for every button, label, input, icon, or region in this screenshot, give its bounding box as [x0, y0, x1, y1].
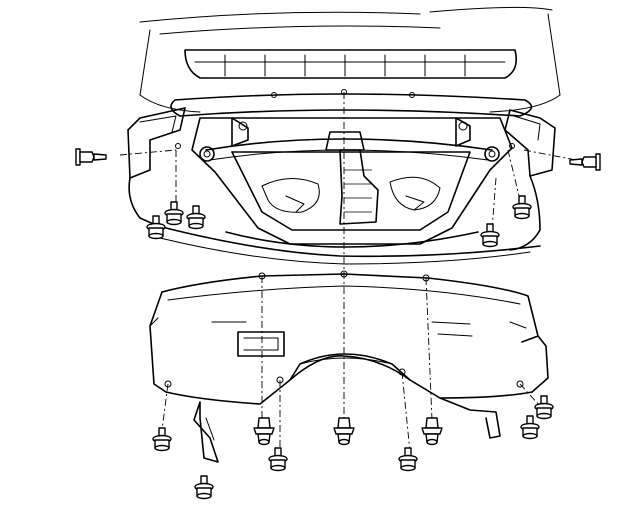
subframe-bolt-3 [186, 205, 206, 230]
shield-bolt-4 [520, 415, 540, 440]
grille-slats [194, 54, 506, 77]
skirt-bolt [194, 475, 214, 500]
shield-clip-2 [333, 417, 355, 446]
body-panel [139, 6, 561, 113]
shield-clip-3 [421, 417, 443, 446]
side-push-clip-left [75, 148, 107, 166]
shield-bolt-3 [398, 447, 418, 472]
subframe-bolt-1 [146, 215, 166, 240]
front-subframe [175, 89, 515, 248]
subframe-bolt-5 [480, 223, 500, 248]
subframe-bolt-2 [164, 201, 184, 226]
subframe-bolt-4 [512, 195, 532, 220]
alignment-lines [119, 92, 577, 453]
shield-clip-1 [253, 417, 275, 446]
fasteners [75, 148, 601, 500]
front-bumper-fascia [127, 93, 556, 265]
engine-splash-shield [149, 270, 549, 463]
shield-bolt-1 [152, 427, 172, 452]
shield-bolt-5 [534, 395, 554, 420]
shield-bolt-2 [268, 447, 288, 472]
side-push-clip-right [569, 153, 601, 171]
